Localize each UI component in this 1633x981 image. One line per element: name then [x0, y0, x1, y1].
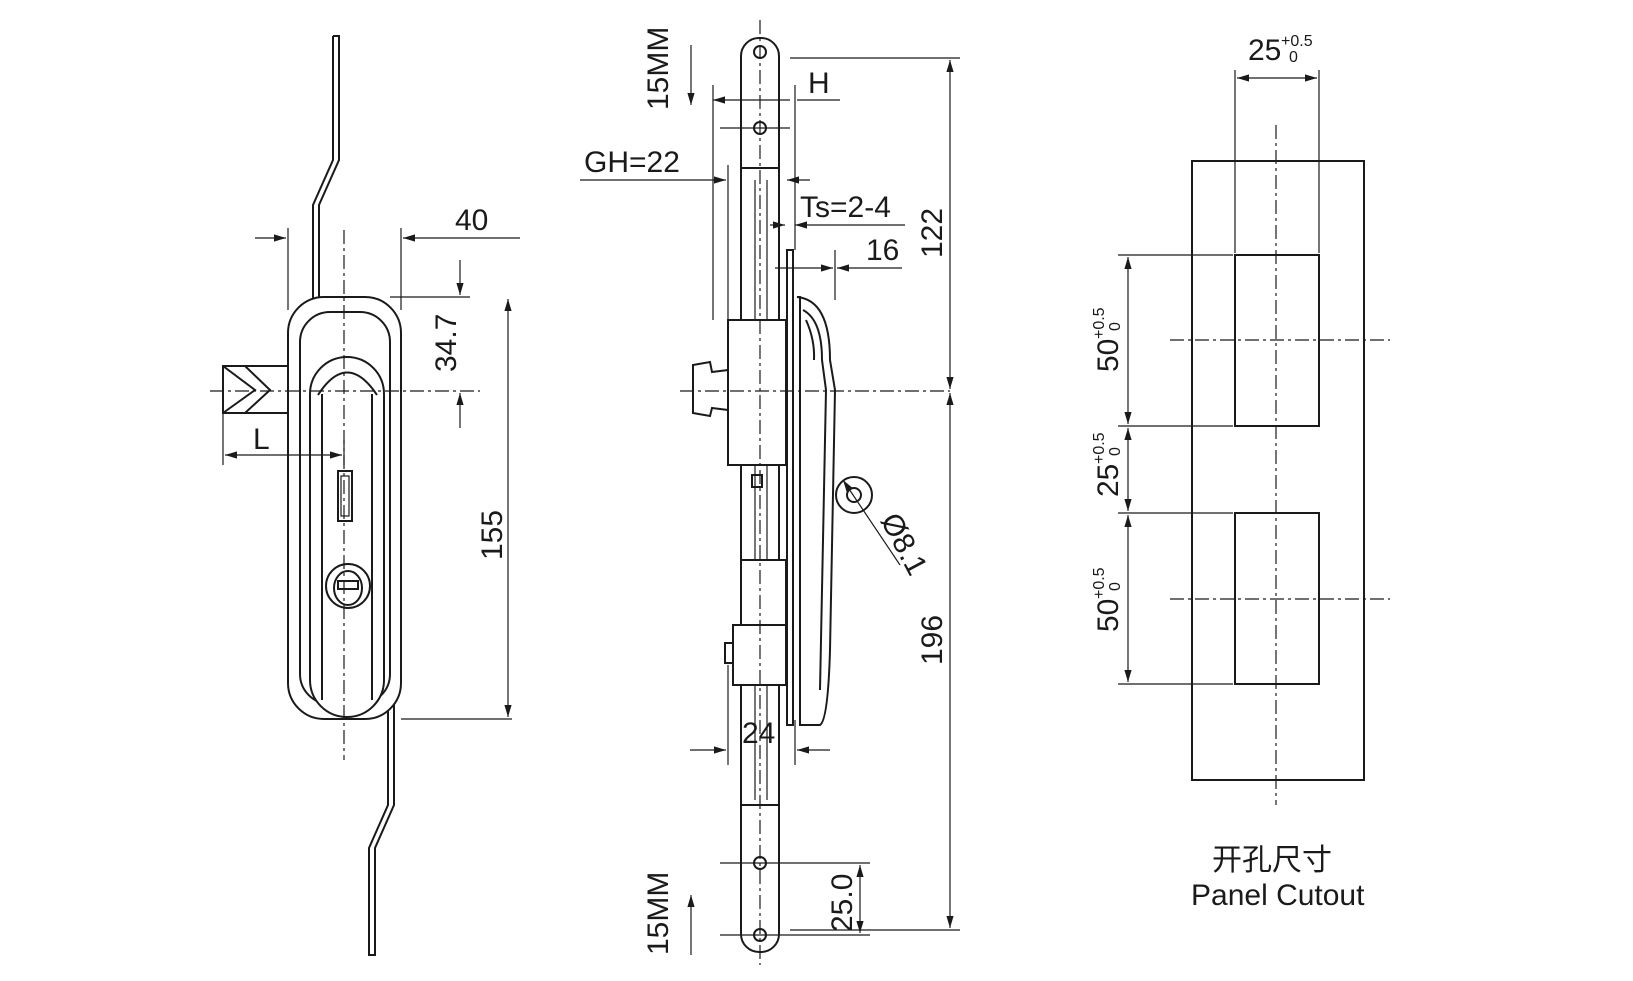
key-cylinder-outer — [325, 563, 371, 609]
key-slot — [337, 580, 359, 590]
dim-16: 16 — [866, 234, 899, 267]
panel-cutout-view: 25 +0.5 0 50 +0.5 0 25 +0.5 0 50 +0.5 0 … — [1091, 33, 1390, 912]
body-lower — [740, 559, 787, 631]
upper-cutout — [1234, 254, 1320, 427]
hole-eyelet — [835, 476, 873, 514]
cutout-width: 25 — [1248, 34, 1281, 67]
cutout-upper-tol-minus: 0 — [1107, 322, 1124, 331]
latch-gear — [692, 360, 729, 418]
cutout-upper-tol-plus: +0.5 — [1091, 307, 1108, 339]
cutout-upper-base: 50 — [1092, 339, 1125, 372]
panel-outline — [1191, 160, 1365, 781]
dim-196: 196 — [916, 615, 949, 665]
upper-rod — [312, 35, 340, 300]
front-view: 40 34.7 155 L — [210, 35, 520, 956]
lower-rod — [368, 700, 395, 956]
cutout-width-tol-plus: +0.5 — [1281, 33, 1313, 50]
cutout-gap-base: 25 — [1092, 464, 1125, 497]
cutout-gap-tol-minus: 0 — [1107, 447, 1124, 456]
panel-sheet — [786, 249, 794, 726]
handle-lever — [309, 356, 385, 718]
cutout-caption-en: Panel Cutout — [1191, 879, 1365, 912]
dim-25-0: 25.0 — [826, 874, 859, 932]
dim-40: 40 — [455, 204, 488, 237]
cutout-width-base: 25 — [1248, 34, 1281, 67]
cutout-lower-tol-minus: 0 — [1107, 582, 1124, 591]
lever-slot — [337, 470, 353, 522]
cutout-width-tol-minus: 0 — [1289, 49, 1298, 66]
cutout-lower-tol-plus: +0.5 — [1091, 567, 1108, 599]
side-view: 15MM 15MM H GH=22 Ts=2-4 16 122 196 — [580, 20, 960, 965]
handle-profile — [796, 296, 837, 726]
dim-hole-diameter: Ø8.1 — [874, 508, 934, 581]
cutout-caption-cn: 开孔尺寸 — [1212, 844, 1332, 877]
cutout-gap-tol-plus: +0.5 — [1091, 432, 1108, 464]
dim-24: 24 — [742, 717, 775, 750]
key-cylinder-inner — [333, 570, 363, 606]
travel-bottom-label: 15MM — [642, 872, 675, 955]
cutout-lower-base: 50 — [1092, 599, 1125, 632]
dim-122: 122 — [916, 208, 949, 258]
lever-grip-recess — [317, 371, 378, 396]
dim-ts: Ts=2-4 — [800, 191, 891, 224]
dim-34-7: 34.7 — [430, 314, 463, 372]
lower-cutout — [1234, 512, 1320, 685]
travel-top-label: 15MM — [642, 27, 675, 110]
dim-155: 155 — [476, 510, 509, 560]
lock-body — [727, 319, 787, 466]
dim-l: L — [253, 423, 270, 456]
dim-h: H — [808, 67, 830, 100]
dim-gh: GH=22 — [584, 146, 680, 179]
